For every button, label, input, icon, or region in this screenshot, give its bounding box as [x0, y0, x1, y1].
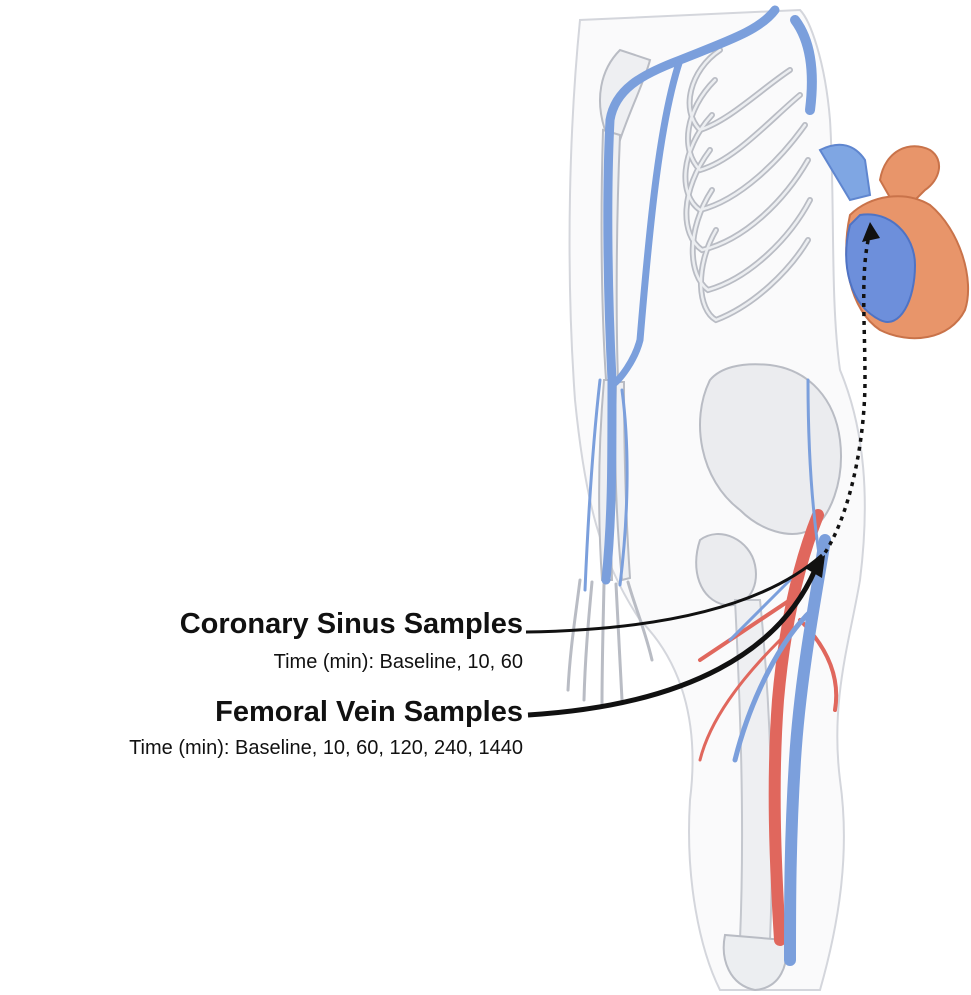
- coronary-sinus-title: Coronary Sinus Samples: [180, 608, 523, 641]
- heart: [820, 145, 968, 338]
- femoral-vein-times: Time (min): Baseline, 10, 60, 120, 240, …: [129, 737, 523, 760]
- coronary-sinus-times: Time (min): Baseline, 10, 60: [274, 651, 523, 674]
- femoral-vein-title: Femoral Vein Samples: [215, 696, 523, 729]
